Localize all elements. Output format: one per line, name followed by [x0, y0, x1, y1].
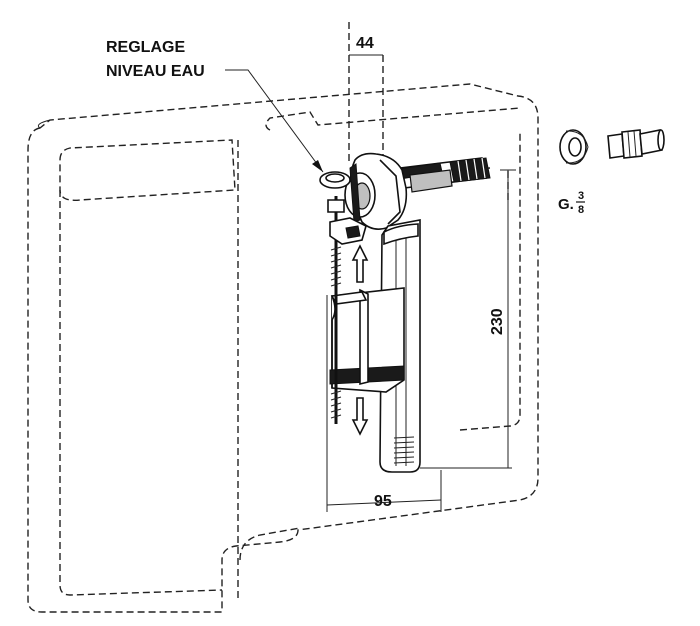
adjustment-rod	[327, 196, 367, 424]
rod-threads	[330, 246, 342, 419]
adjustment-knob-icon	[319, 171, 351, 189]
float	[329, 287, 405, 393]
dimension-top-label: 44	[356, 35, 374, 52]
washer-icon	[559, 129, 589, 165]
inlet-tail	[391, 157, 491, 193]
leader-arrowhead	[312, 160, 323, 172]
dimension-lines	[326, 22, 516, 512]
connector-fitting-icon	[607, 129, 665, 159]
arrow-up-icon	[351, 244, 369, 283]
adjust-label-line1: REGLAGE	[106, 39, 185, 56]
valve-head	[344, 152, 408, 230]
tube-ribs	[393, 436, 415, 464]
thread-denominator: 8	[578, 204, 584, 216]
adjust-label-line2: NIVEAU EAU	[106, 63, 205, 80]
arrow-down-icon	[351, 397, 369, 436]
dimension-width-label: 95	[374, 493, 392, 510]
thread-prefix-label: G.	[558, 196, 574, 213]
fill-valve	[319, 152, 491, 473]
dimension-height-label: 230	[489, 308, 506, 335]
thread-numerator: 3	[578, 190, 584, 202]
leader-line	[225, 69, 324, 173]
